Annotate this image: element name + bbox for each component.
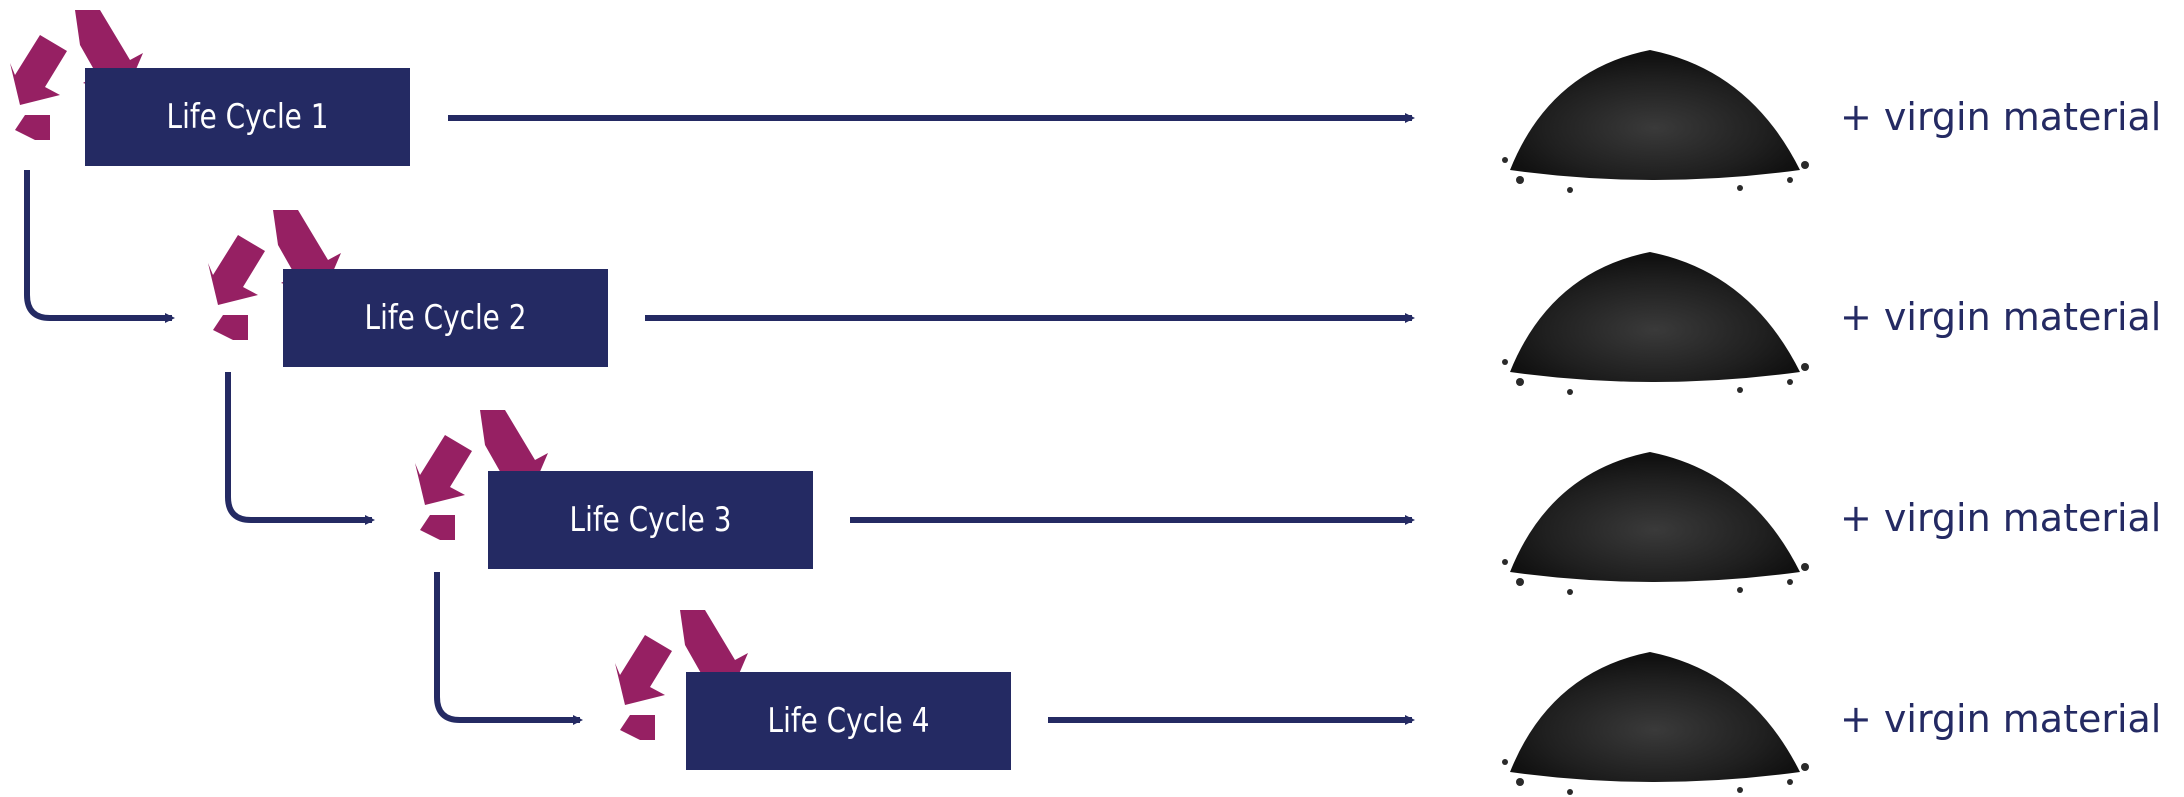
material-pile-icon bbox=[1502, 50, 1809, 193]
material-pile-icon bbox=[1502, 452, 1809, 595]
output-label-2: + virgin material bbox=[1840, 295, 2162, 339]
life-cycle-box-1 bbox=[85, 68, 410, 166]
life-cycle-label-2: Life Cycle 2 bbox=[364, 298, 527, 338]
life-cycle-box-2 bbox=[283, 269, 608, 367]
connector-arrow-1-2 bbox=[24, 170, 175, 323]
life-cycle-label-3: Life Cycle 3 bbox=[569, 500, 732, 540]
output-label-3: + virgin material bbox=[1840, 496, 2162, 540]
connector-arrow-3-4 bbox=[434, 572, 583, 725]
life-cycle-label-1: Life Cycle 1 bbox=[166, 97, 329, 137]
life-cycle-box-3 bbox=[488, 471, 813, 569]
connector-arrow-2-3 bbox=[225, 372, 375, 525]
output-label-4: + virgin material bbox=[1840, 697, 2162, 741]
material-pile-icon bbox=[1502, 652, 1809, 795]
material-pile-icon bbox=[1502, 252, 1809, 395]
life-cycle-label-4: Life Cycle 4 bbox=[767, 701, 930, 741]
output-label-1: + virgin material bbox=[1840, 95, 2162, 139]
life-cycle-box-4 bbox=[686, 672, 1011, 770]
